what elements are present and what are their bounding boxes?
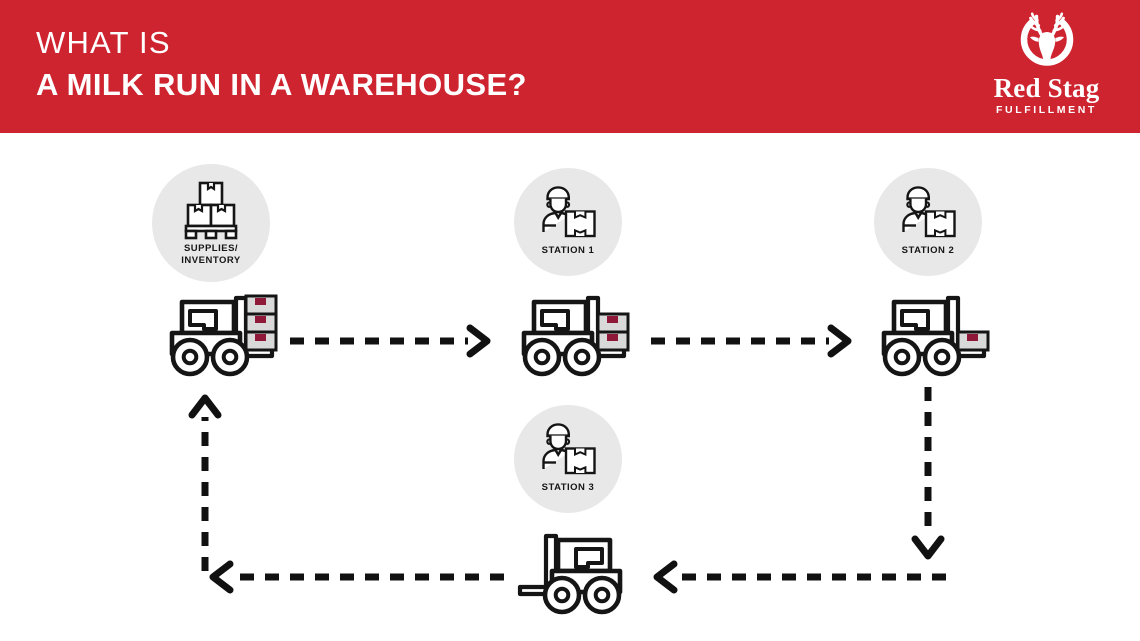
title-line-1: WHAT IS (36, 25, 171, 60)
worker-with-box-icon (899, 185, 957, 239)
arrow-supplies-to-station1 (288, 323, 498, 359)
node-label-station-2: STATION 2 (901, 245, 955, 256)
arrow-station1-to-station2 (649, 323, 859, 359)
brand-name: Red Stag (993, 73, 1100, 103)
brand-logo: Red Stag FULFILLMENT (979, 12, 1114, 122)
forklift-icon-loaded-one (872, 285, 992, 380)
node-label-supplies: SUPPLIES/ INVENTORY (152, 243, 270, 266)
node-station-2: STATION 2 (874, 168, 982, 276)
stag-head-in-circle-icon (1007, 12, 1087, 74)
pallet-boxes-icon (181, 180, 241, 242)
arrow-left-up-to-supplies (187, 383, 223, 575)
worker-with-box-icon (539, 422, 597, 476)
worker-with-box-icon (539, 185, 597, 239)
brand-logo-text: Red Stag FULFILLMENT (979, 73, 1114, 117)
node-label-station-3: STATION 3 (541, 482, 595, 493)
node-label-line-1: SUPPLIES/ (183, 243, 239, 254)
forklift-icon-loaded-two (512, 285, 632, 380)
title-block: WHAT IS A MILK RUN IN A WAREHOUSE? (36, 25, 527, 105)
forklift-icon-empty (512, 523, 632, 618)
node-supplies-inventory: SUPPLIES/ INVENTORY (152, 164, 270, 282)
node-label-line-2: INVENTORY (181, 254, 241, 266)
cargo-box-group (596, 312, 630, 352)
brand-tagline: FULFILLMENT (996, 104, 1097, 116)
node-label-station-1: STATION 1 (541, 245, 595, 256)
cargo-box-group (244, 294, 278, 352)
arrow-station2-down (910, 385, 946, 567)
header-banner: WHAT IS A MILK RUN IN A WAREHOUSE? (0, 0, 1140, 133)
arrow-station3-to-supplies (206, 559, 508, 595)
cargo-box-group (956, 330, 990, 352)
node-station-1: STATION 1 (514, 168, 622, 276)
title-line-2: A MILK RUN IN A WAREHOUSE? (36, 67, 527, 102)
forklift-icon-loaded-three (160, 285, 280, 380)
arrow-station2-to-station3 (650, 559, 950, 595)
diagram-canvas: SUPPLIES/ INVENTORY (0, 133, 1140, 641)
node-station-3: STATION 3 (514, 405, 622, 513)
